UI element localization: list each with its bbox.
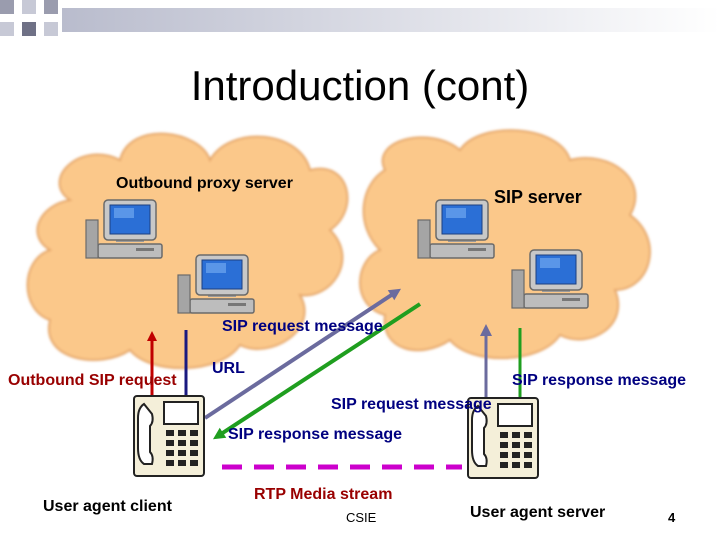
slide-title: Introduction (cont) <box>190 62 530 109</box>
label-sip-request-middle: SIP request message <box>331 396 492 413</box>
label-outbound-sip-request: Outbound SIP request <box>8 372 177 389</box>
arrow-sip-response-to-client <box>212 302 422 440</box>
arrow-sip-request-to-server <box>203 288 402 420</box>
label-outbound-proxy-server: Outbound proxy server <box>116 175 293 192</box>
label-sip-response-right: SIP response message <box>512 372 687 389</box>
page-number: 4 <box>668 510 676 525</box>
footer-org: CSIE <box>346 510 377 525</box>
label-user-agent-client: User agent client <box>43 498 172 515</box>
cloud-sip-server <box>359 129 651 360</box>
label-sip-response-bottom: SIP response message <box>228 426 403 443</box>
label-rtp-media-stream: RTP Media stream <box>254 486 393 503</box>
corner-decoration <box>0 0 720 36</box>
telephone-icon <box>133 395 205 477</box>
label-sip-request-top: SIP request message <box>222 318 383 335</box>
label-url: URL <box>212 360 245 377</box>
label-user-agent-server: User agent server <box>470 504 606 521</box>
cloud-outbound-proxy <box>26 132 349 370</box>
label-sip-server: SIP server <box>494 187 582 207</box>
